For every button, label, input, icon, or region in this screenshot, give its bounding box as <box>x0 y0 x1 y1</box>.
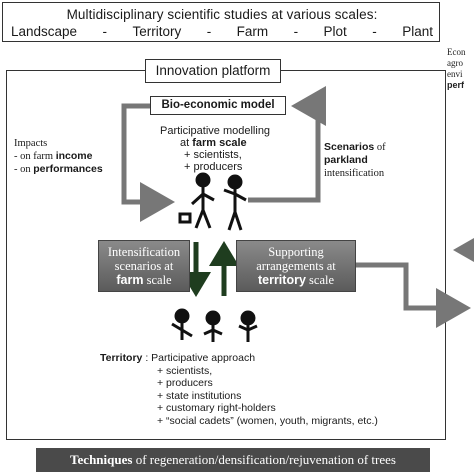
impacts-title: Impacts <box>14 138 48 149</box>
right-cut-line2: agro <box>447 58 463 68</box>
supporting-line1: Supporting <box>268 245 324 259</box>
territory-item: + producers <box>157 377 213 390</box>
techniques-bold: Techniques <box>70 452 133 467</box>
territory-bold: Territory <box>100 352 143 364</box>
innovation-platform-label: Innovation platform <box>145 59 281 83</box>
scenarios-line3: intensification <box>324 168 385 179</box>
scenarios-bold: Scenarios <box>324 141 375 153</box>
scale-territory: Territory <box>132 24 182 39</box>
right-cut-line3: envi <box>447 69 463 79</box>
territory-block: Territory : Participative approach + sci… <box>100 352 378 428</box>
studies-box: Multidisciplinary scientific studies at … <box>2 2 440 42</box>
scenarios-loop-arrow <box>248 86 326 203</box>
impacts-income: - on farm income <box>14 150 103 163</box>
impacts-income-bold: income <box>55 150 93 162</box>
scale-separator: - <box>102 24 108 39</box>
impacts-performances-bold: performances <box>33 163 103 175</box>
producers-line: + producers <box>184 161 243 173</box>
scale-landscape: Landscape <box>11 24 78 39</box>
farm-scale-prefix: at <box>180 137 193 149</box>
scale-farm: Farm <box>236 24 269 39</box>
supporting-line2: arrangements at <box>256 259 336 273</box>
techniques-rest: of regeneration/densification/rejuvenati… <box>132 452 396 467</box>
territory-item: + scientists, <box>157 364 213 377</box>
territory-approach: : Participative approach <box>142 352 256 364</box>
supporting-line3: territory scale <box>237 273 355 287</box>
scenarios-of: of <box>374 142 386 153</box>
intensification-box: Intensification scenarios at farm scale <box>98 240 190 292</box>
farm-people-figures <box>178 172 247 231</box>
impacts-loop-arrow <box>121 103 175 222</box>
scale-plot: Plot <box>323 24 347 39</box>
intensification-line2: scenarios at <box>114 259 174 273</box>
participative-modelling-line: Participative modelling <box>160 125 271 137</box>
scenarios-line1: Scenarios of <box>324 141 386 154</box>
territory-item: + customary right-holders <box>157 402 276 415</box>
intensification-farm: farm <box>116 273 144 287</box>
impacts-performances: - on performances <box>14 163 103 176</box>
territory-people-figures <box>171 308 258 342</box>
intensification-scale: scale <box>143 273 172 287</box>
impacts-income-prefix: - on farm <box>14 151 56 162</box>
scales-row: Landscape - Territory - Farm - Plot - Pl… <box>3 24 441 39</box>
intensification-line1: Intensification <box>107 245 181 259</box>
scale-separator: - <box>206 24 212 39</box>
techniques-bar: Techniques of regeneration/densification… <box>36 448 430 472</box>
scale-plant: Plant <box>402 24 433 39</box>
bio-economic-model-label: Bio-economic model <box>150 96 286 115</box>
scale-separator: - <box>293 24 299 39</box>
supporting-arrangements-box: Supporting arrangements at territory sca… <box>236 240 356 292</box>
studies-title: Multidisciplinary scientific studies at … <box>66 7 378 22</box>
exit-arrow-lower <box>352 262 471 328</box>
farm-scale-line: at farm scale <box>180 137 247 149</box>
scenarios-line2: parkland <box>324 154 386 167</box>
territory-item: + state institutions <box>157 389 242 402</box>
territory-heading: Territory : Participative approach <box>100 352 378 365</box>
supporting-scale: scale <box>305 273 335 287</box>
farm-scale-bold: farm scale <box>192 137 247 149</box>
scientists-line: + scientists, <box>184 149 242 161</box>
scale-separator: - <box>372 24 377 39</box>
right-cut-line4: perf <box>447 80 465 90</box>
territory-item: + “social cadets” (women, youth, migrant… <box>157 414 378 427</box>
impacts-performances-prefix: - on <box>14 164 34 175</box>
scenarios-block: Scenarios of parkland intensification <box>324 141 386 180</box>
intensification-line3: farm scale <box>99 273 189 287</box>
parkland-bold: parkland <box>324 154 368 166</box>
right-cut-line1: Econ <box>447 47 466 57</box>
supporting-territory: territory <box>257 273 306 287</box>
impacts-block: Impacts - on farm income - on performanc… <box>14 137 103 176</box>
